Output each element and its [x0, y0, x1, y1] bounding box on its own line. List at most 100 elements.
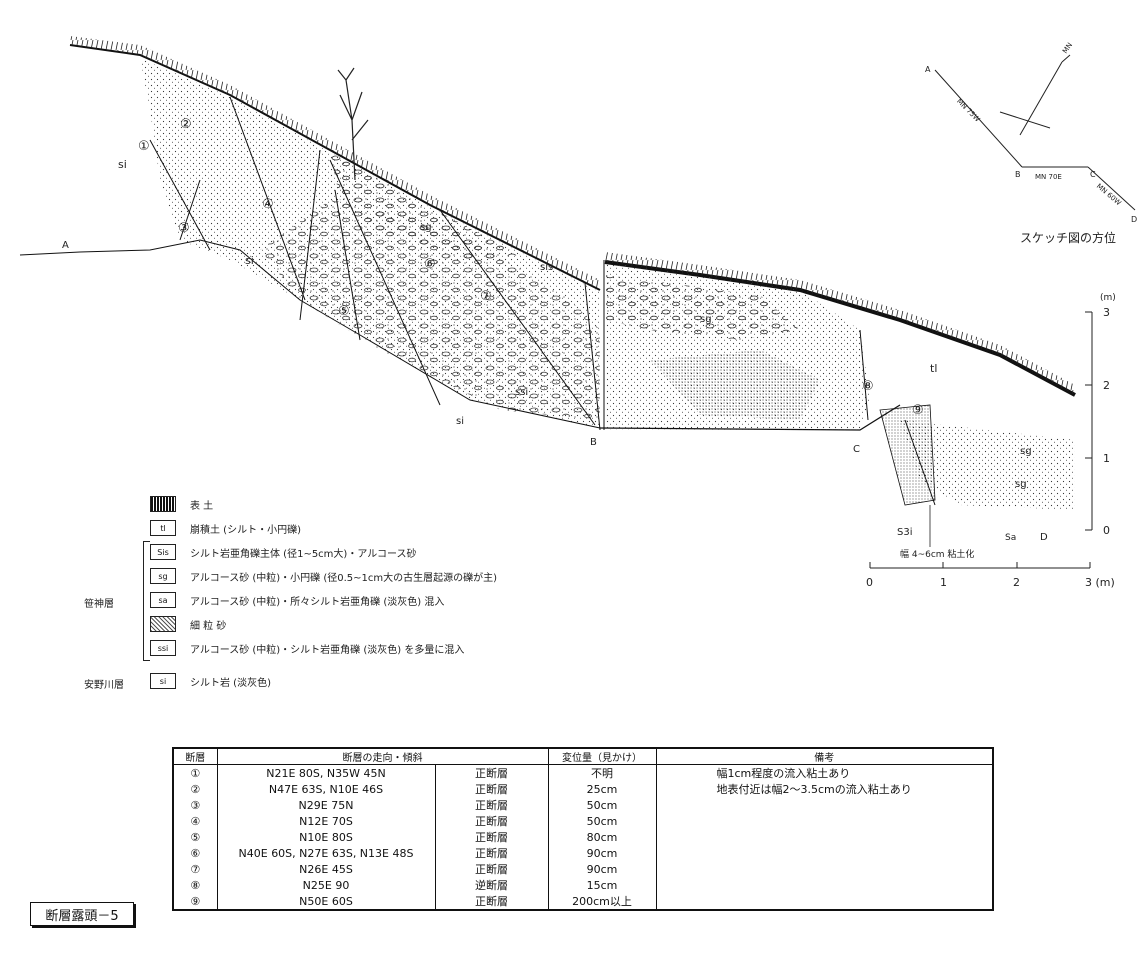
svg-text:⑧: ⑧: [862, 379, 874, 394]
fault-break-line: [584, 282, 601, 431]
displacement-cell: 80cm: [547, 829, 657, 845]
legend-swatch: sa: [150, 592, 176, 608]
fault-number-cell: ⑨: [172, 893, 218, 910]
svg-text:1: 1: [940, 576, 947, 589]
legend-item-sa: sa アルコース砂 (中粒)・所々シルト岩亜角礫 (淡灰色) 混入: [150, 592, 444, 608]
svg-text:幅 4~6cm 粘土化: 幅 4~6cm 粘土化: [900, 548, 974, 560]
silt-bedrock: [19, 239, 601, 429]
fault-type-cell: 正断層: [434, 781, 549, 797]
fault-5-line: [334, 189, 361, 341]
svg-text:sg: sg: [1020, 446, 1032, 457]
svg-text:④: ④: [262, 197, 274, 212]
figure-caption: 断層露頭－5: [30, 902, 134, 926]
legend-swatch: si: [150, 673, 176, 689]
legend-bracket: [143, 541, 150, 661]
horizontal-scale: [869, 562, 1091, 569]
strike-dip-cell: N10E 80S: [216, 829, 436, 845]
strike-dip-cell: N25E 90: [216, 877, 436, 893]
displacement-cell: 50cm: [547, 813, 657, 829]
svg-text:A: A: [925, 65, 931, 74]
svg-text:S3i: S3i: [897, 527, 913, 538]
legend-item-fine-sand: 細 粒 砂: [150, 616, 226, 632]
svg-text:⑦: ⑦: [480, 289, 492, 304]
strike-dip-cell: N12E 70S: [216, 813, 436, 829]
legend-swatch: tl: [150, 520, 176, 536]
remarks-cell: [655, 797, 994, 813]
svg-text:A: A: [62, 240, 69, 251]
svg-text:2: 2: [1103, 379, 1110, 392]
legend-item-sg: sg アルコース砂 (中粒)・小円礫 (径0.5~1cm大の古生層起源の礫が主): [150, 568, 497, 584]
svg-text:MN 70E: MN 70E: [1035, 173, 1062, 181]
fault-type-cell: 正断層: [434, 845, 549, 861]
fault-number-cell: ③: [172, 797, 218, 813]
tree-icon: [337, 67, 369, 181]
fault-number-cell: ②: [172, 781, 218, 797]
displacement-cell: 不明: [547, 764, 657, 781]
header-displacement: 変位量（見かけ）: [547, 747, 657, 765]
fault-number-cell: ⑥: [172, 845, 218, 861]
fault-3-line: [179, 179, 201, 241]
svg-text:D: D: [1040, 532, 1048, 543]
displacement-cell: 90cm: [547, 861, 657, 877]
svg-text:B: B: [590, 437, 597, 448]
svg-text:⑤: ⑤: [338, 304, 350, 319]
svg-text:MN 75W: MN 75W: [955, 97, 981, 123]
fault-type-cell: 逆断層: [434, 877, 549, 893]
fault-number-cell: ⑤: [172, 829, 218, 845]
fault-2-line: [229, 96, 306, 301]
remarks-cell: [655, 829, 994, 845]
fault-7-line: [439, 209, 596, 426]
legend-swatch: [150, 616, 176, 632]
remarks-cell: [655, 877, 994, 893]
orientation-inset: [934, 54, 1136, 211]
displacement-cell: 50cm: [547, 797, 657, 813]
svg-text:③: ③: [178, 221, 190, 236]
svg-text:Sa: Sa: [1005, 533, 1016, 543]
strike-dip-cell: N47E 63S, N10E 46S: [216, 781, 436, 797]
legend-item-ssi: ssi アルコース砂 (中粒)・シルト岩亜角礫 (淡灰色) を多量に混入: [150, 640, 464, 656]
svg-text:①: ①: [138, 139, 150, 154]
legend-group-sasakami: 笹神層: [84, 599, 114, 610]
fault-8-line: [859, 329, 869, 421]
strike-dip-cell: N21E 80S, N35W 45N: [216, 764, 436, 781]
fault-type-cell: 正断層: [434, 893, 549, 910]
header-strike-dip: 断層の走向・傾斜: [216, 747, 549, 765]
remarks-cell: 地表付近は幅2～3.5cmの流入粘土あり: [655, 781, 994, 797]
svg-text:D: D: [1131, 215, 1137, 224]
legend-swatch: Sis: [150, 544, 176, 560]
legend-item-si: si シルト岩 (淡灰色): [150, 673, 271, 689]
svg-text:sg: sg: [420, 222, 432, 233]
legend-swatch: sg: [150, 568, 176, 584]
svg-text:⑥: ⑥: [424, 257, 436, 272]
fault-4-line: [299, 149, 321, 321]
svg-text:0: 0: [1103, 524, 1110, 537]
svg-text:B: B: [1015, 170, 1021, 179]
svg-text:C: C: [1090, 170, 1096, 179]
orientation-title: スケッチ図の方位: [1020, 230, 1116, 245]
svg-text:tl: tl: [930, 362, 937, 375]
svg-text:②: ②: [180, 117, 192, 132]
legend-swatch: ssi: [150, 640, 176, 656]
fault-9-line: [904, 419, 936, 506]
displacement-cell: 15cm: [547, 877, 657, 893]
svg-text:3 (m): 3 (m): [1085, 576, 1115, 589]
strike-dip-cell: N29E 75N: [216, 797, 436, 813]
remarks-cell: [655, 845, 994, 861]
outcrop-sketch: ① ② ③ ④ ⑤ ⑥ ⑦ ⑧ ⑨ si si B A si ssi sis s…: [19, 36, 1137, 589]
legend-item-topsoil: 表 土: [150, 496, 213, 512]
legend-group-yasunogawa: 安野川層: [84, 680, 124, 691]
svg-text:sg: sg: [700, 314, 712, 325]
header-remarks: 備考: [655, 747, 994, 765]
remarks-cell: [655, 861, 994, 877]
fault-type-cell: 正断層: [434, 813, 549, 829]
strike-dip-cell: N40E 60S, N27E 63S, N13E 48S: [216, 845, 436, 861]
svg-text:sg: sg: [1015, 479, 1027, 490]
vertical-scale: [1085, 311, 1093, 531]
svg-text:si: si: [456, 416, 464, 427]
